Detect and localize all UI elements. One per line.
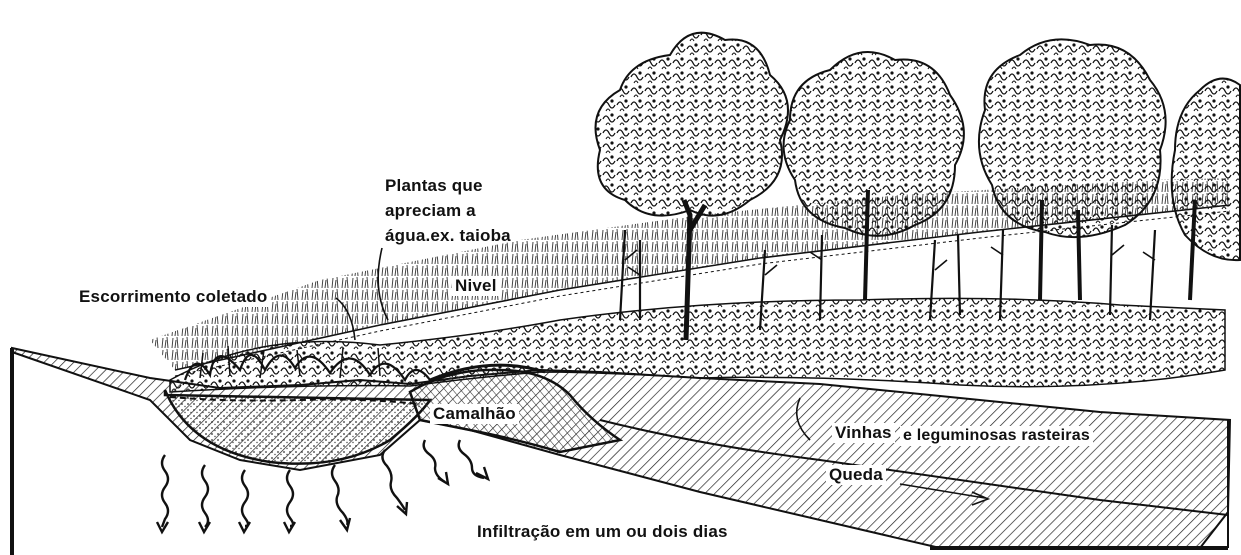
level-label: Nivel xyxy=(452,276,500,296)
berm-label: Camalhão xyxy=(430,404,519,424)
slope-label: Queda xyxy=(826,465,886,485)
swale-plants xyxy=(183,345,431,383)
corn-stalks xyxy=(618,224,1157,331)
vines-label: Vinhas xyxy=(832,423,895,443)
tree-3 xyxy=(977,38,1167,301)
vines-label-rest: e leguminosas rasteiras xyxy=(900,426,1093,446)
tree-row xyxy=(594,31,1241,341)
tree-4 xyxy=(1170,77,1241,301)
plants-label-line3: água.ex. taioba xyxy=(385,226,511,245)
plants-label-line1: Plantas que xyxy=(385,176,483,195)
infiltration-arrows xyxy=(155,439,491,535)
swale-basin xyxy=(163,389,433,465)
runoff-label: Escorrimento coletado xyxy=(76,287,271,307)
leader-lines xyxy=(335,247,991,506)
plants-label-line2: apreciam a xyxy=(385,201,476,220)
ground-surface-line xyxy=(599,419,1229,516)
grass-band xyxy=(150,178,1230,370)
tree-2 xyxy=(782,51,965,301)
tree-1 xyxy=(594,31,789,341)
infiltration-label: Infiltração em um ou dois dias xyxy=(474,522,731,542)
ground-cover-vines xyxy=(169,297,1226,393)
